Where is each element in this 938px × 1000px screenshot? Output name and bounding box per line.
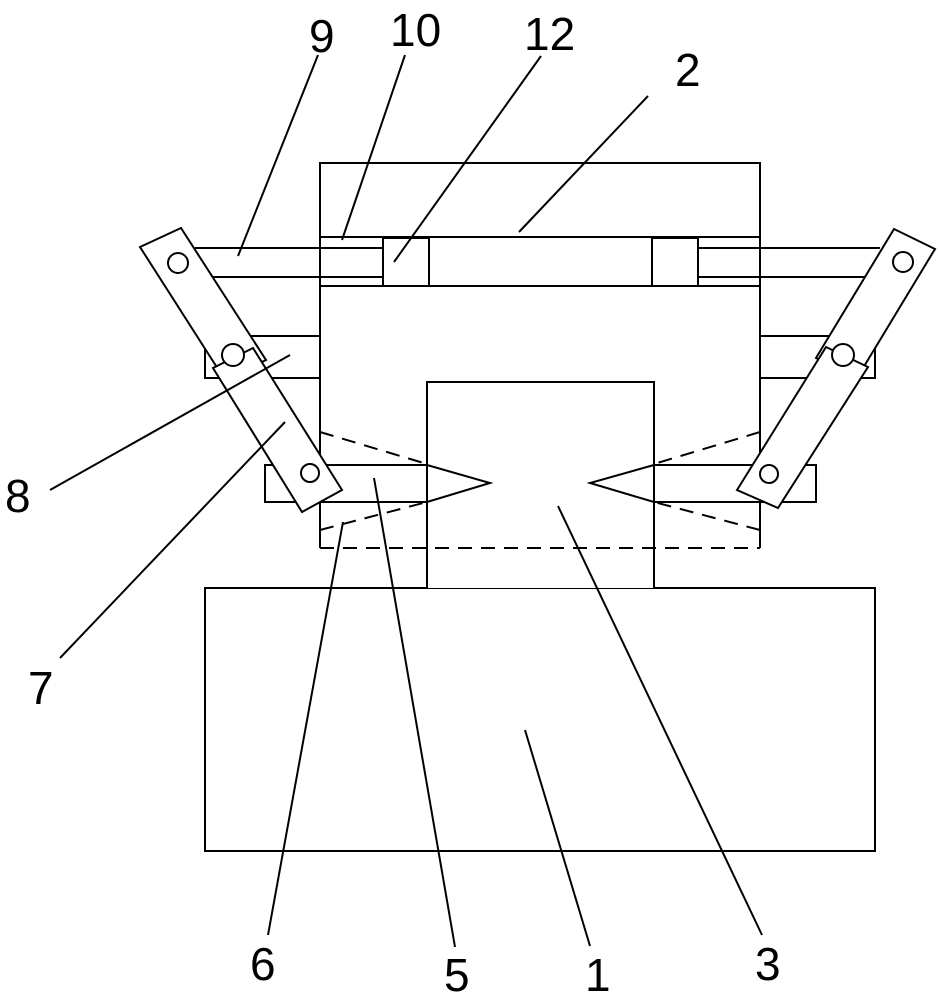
left-lower-pin <box>300 463 320 483</box>
upper-frame <box>319 162 761 238</box>
label-8: 8 <box>5 470 31 522</box>
right-lower-pin <box>759 464 779 484</box>
label-2: 2 <box>675 44 701 96</box>
leader-3 <box>557 505 763 936</box>
base-block <box>204 587 876 852</box>
hidden-line-left-lower <box>319 501 428 531</box>
label-7: 7 <box>28 662 54 714</box>
left-cylinder-rod <box>319 247 384 278</box>
leader-10 <box>341 54 406 241</box>
right-cylinder-rod <box>697 247 761 278</box>
leader-1 <box>524 729 591 947</box>
leader-6 <box>267 521 344 936</box>
right-middle-pin <box>831 343 855 367</box>
leader-8 <box>49 354 291 491</box>
label-10: 10 <box>390 4 441 56</box>
label-1: 1 <box>585 949 611 1000</box>
hidden-line-right-lower <box>653 501 761 531</box>
leader-12 <box>393 55 542 263</box>
label-9: 9 <box>309 10 335 62</box>
right-cylinder-body <box>651 237 699 287</box>
right-knife <box>586 463 655 504</box>
label-12: 12 <box>524 8 575 60</box>
left-knife <box>426 463 494 504</box>
right-upper-pin <box>892 251 914 273</box>
hidden-line-left-upper <box>319 431 428 465</box>
label-3: 3 <box>755 938 781 990</box>
leader-2 <box>518 95 649 233</box>
label-6: 6 <box>250 938 276 990</box>
hidden-line-right-upper <box>653 431 761 465</box>
leader-7 <box>59 421 286 659</box>
leader-9 <box>237 54 319 257</box>
left-upper-pin <box>167 252 189 274</box>
label-5: 5 <box>444 949 470 1000</box>
left-middle-pin <box>221 343 245 367</box>
leader-5 <box>373 477 456 948</box>
